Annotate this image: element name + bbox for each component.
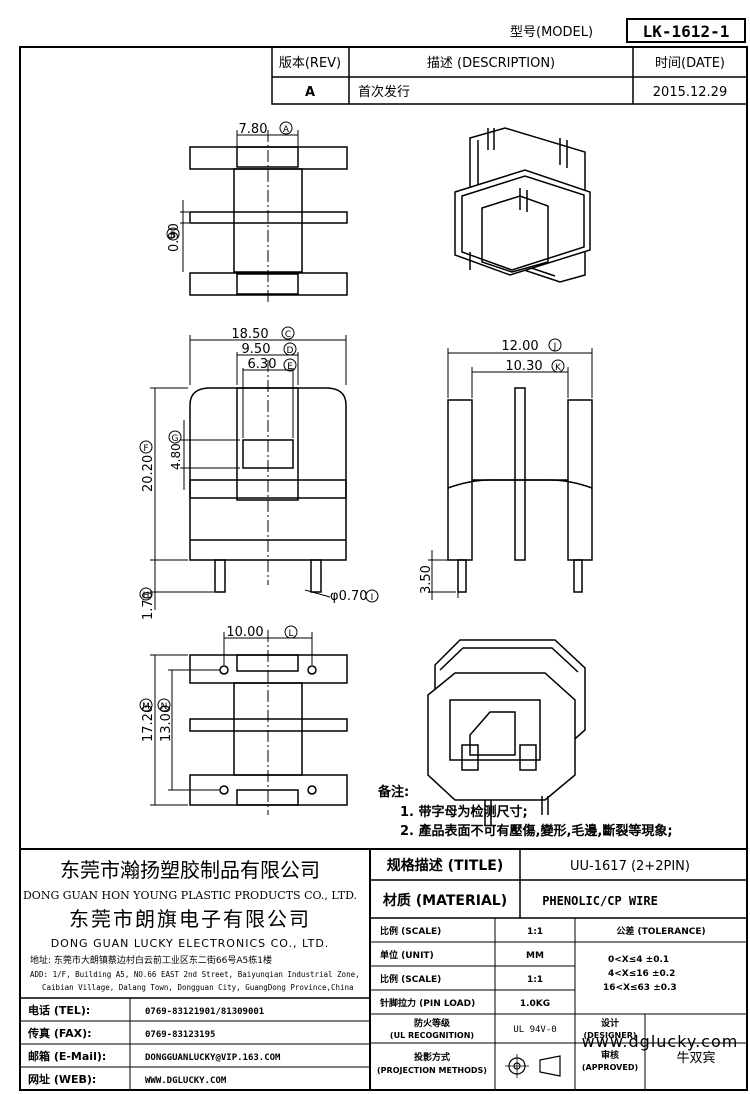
dim-j-value: 12.00 <box>501 339 538 354</box>
pin-load-label: 针脚拉力 (PIN LOAD) <box>380 997 475 1009</box>
tolerance-2: 4<X≤16 ±0.2 <box>608 969 675 979</box>
revision-table: 版本(REV) 描述 (DESCRIPTION) 时间(DATE) A 首次发行… <box>271 46 748 105</box>
tolerance-title: 公差 (TOLERANCE) <box>616 925 705 937</box>
rev-value: A <box>305 85 315 100</box>
front-view <box>150 335 347 610</box>
date-header: 时间(DATE) <box>655 56 725 71</box>
bottom-view <box>150 630 348 815</box>
unit-value: MM <box>526 951 544 961</box>
dim-e-tag: E <box>287 362 293 372</box>
rev-header: 版本(REV) <box>279 56 341 71</box>
dim-g-value: 4.80 <box>169 443 183 470</box>
dim-i-tag: I <box>371 593 374 603</box>
company-address-cn: 地址: 东莞市大朗镇蔡边村白云前工业区东二街66号A5栋1楼 <box>30 954 272 966</box>
dim-a-value: 7.80 <box>239 122 268 137</box>
unit-label: 单位 (UNIT) <box>380 949 434 961</box>
contacts-table: 电话 (TEL): 0769-83121901/81309001 传真 (FAX… <box>27 1003 281 1086</box>
scale-value: 1:1 <box>527 927 543 937</box>
dim-d-tag: D <box>287 346 294 356</box>
dim-h-tag: H <box>143 591 150 601</box>
ul-value: UL 94V-0 <box>513 1025 556 1035</box>
projection-symbol-icon <box>505 1054 561 1078</box>
material-value: PHENOLIC/CP WIRE <box>542 894 658 908</box>
model-header: 型号(MODEL) LK-1612-1 <box>510 18 746 43</box>
ul-label-en: (UL RECOGNITION) <box>390 1031 474 1040</box>
dim-m-tag: M <box>142 702 150 712</box>
approved-label-cn: 审核 <box>601 1049 619 1061</box>
designer-label-cn: 设计 <box>601 1017 619 1029</box>
dim-f-tag: F <box>143 444 148 454</box>
contact-tel-value: 0769-83121901/81309001 <box>145 1007 264 1017</box>
side-view <box>428 348 593 600</box>
model-value: LK-1612-1 <box>643 22 730 41</box>
contact-email-label: 邮箱 (E-Mail): <box>28 1049 106 1063</box>
company-name-2-en: DONG GUAN LUCKY ELECTRONICS CO., LTD. <box>51 937 330 950</box>
dim-c-value: 18.50 <box>231 327 268 342</box>
note-1: 1. 带字母为检测尺寸; <box>400 804 528 820</box>
watermark: www.dglucky.com <box>582 1032 739 1051</box>
dim-a-tag: A <box>283 125 290 135</box>
dim-k-tag: K <box>555 363 562 373</box>
title-block <box>20 848 747 1090</box>
contact-tel-label: 电话 (TEL): <box>28 1003 90 1017</box>
dim-b-tag: B <box>170 231 176 241</box>
scale-label: 比例 (SCALE) <box>380 925 441 937</box>
ul-label-cn: 防火等级 <box>414 1017 451 1029</box>
dim-l-value: 10.00 <box>226 625 263 640</box>
dim-pin-value: 3.50 <box>419 565 434 594</box>
tolerance-3: 16<X≤63 ±0.3 <box>603 983 677 993</box>
top-view <box>180 130 348 305</box>
dim-m-value: 17.20 <box>141 705 156 742</box>
designer-label-en: (DESIGNER) <box>583 1031 636 1040</box>
scale2-value: 1:1 <box>527 975 543 985</box>
notes: 备注: 1. 带字母为检测尺寸; 2. 產品表面不可有壓傷,變形,毛邊,斷裂等現… <box>377 784 673 839</box>
dim-e-value: 6.30 <box>248 357 277 372</box>
dim-n-value: 13.00 <box>159 705 174 742</box>
contact-fax-value: 0769-83123195 <box>145 1030 215 1040</box>
dim-j-tag: J <box>553 342 557 352</box>
dim-i-value: φ0.70 <box>330 589 368 604</box>
company-address-en-1: ADD: 1/F, Building A5, NO.66 EAST 2nd St… <box>30 970 360 979</box>
dim-c-tag: C <box>285 330 291 340</box>
projection-label-cn: 投影方式 <box>414 1051 450 1063</box>
dim-l-tag: L <box>288 629 293 639</box>
dim-h-value: 1.70 <box>141 591 156 620</box>
note-2: 2. 產品表面不可有壓傷,變形,毛邊,斷裂等現象; <box>400 823 673 839</box>
contact-fax-label: 传真 (FAX): <box>27 1026 92 1040</box>
dim-n-tag: N <box>161 702 168 712</box>
dim-k-value: 10.30 <box>505 359 542 374</box>
approved-value: 牛双宾 <box>676 1050 715 1066</box>
company-info: 东莞市瀚扬塑胶制品有限公司 DONG GUAN HON YOUNG PLASTI… <box>23 858 360 992</box>
contact-email-value: DONGGUANLUCKY@VIP.163.COM <box>145 1053 281 1063</box>
projection-label-en: (PROJECTION METHODS) <box>377 1066 487 1075</box>
contact-web-label: 网址 (WEB): <box>28 1072 96 1086</box>
company-name-1-en: DONG GUAN HON YOUNG PLASTIC PRODUCTS CO.… <box>23 889 357 902</box>
spec-block: 规格描述 (TITLE) UU-1617 (2+2PIN) 材质 (MATERI… <box>377 857 716 1078</box>
title-value: UU-1617 (2+2PIN) <box>570 859 690 874</box>
scale2-label: 比例 (SCALE) <box>380 973 441 985</box>
description-header: 描述 (DESCRIPTION) <box>427 56 555 71</box>
description-value: 首次发行 <box>358 84 410 100</box>
company-name-2-cn: 东莞市朗旗电子有限公司 <box>69 907 311 931</box>
model-label: 型号(MODEL) <box>510 25 593 40</box>
isometric-view-bottom <box>427 639 586 825</box>
title-label: 规格描述 (TITLE) <box>387 857 503 874</box>
isometric-view-top <box>454 127 591 283</box>
approved-label-en: (APPROVED) <box>582 1063 638 1072</box>
company-address-en-2: Caibian Village, Dalang Town, Dongguan C… <box>42 983 354 992</box>
tolerance-1: 0<X≤4 ±0.1 <box>608 955 669 965</box>
dim-g-tag: G <box>172 434 179 444</box>
dim-d-value: 9.50 <box>242 342 271 357</box>
pin-load-value: 1.0KG <box>520 999 550 1009</box>
dim-f-value: 20.20 <box>141 455 156 492</box>
material-label: 材质 (MATERIAL) <box>383 892 507 909</box>
contact-web-value: WWW.DGLUCKY.COM <box>145 1076 227 1086</box>
company-name-1-cn: 东莞市瀚扬塑胶制品有限公司 <box>60 858 320 882</box>
notes-title: 备注: <box>377 784 409 800</box>
date-value: 2015.12.29 <box>653 85 727 100</box>
